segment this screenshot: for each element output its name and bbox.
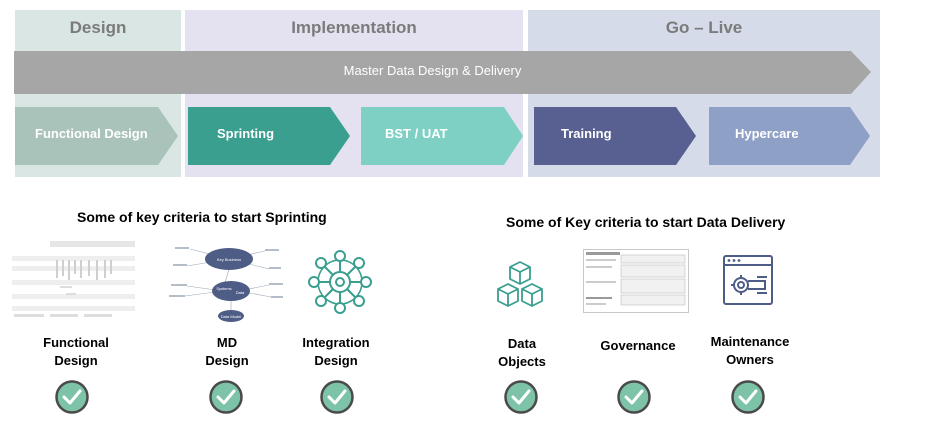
banner-arrow: [14, 51, 871, 94]
criteria-label-data-objects-line1: Data: [507, 336, 537, 351]
criteria-label-integration-design-line2: Design: [314, 353, 358, 368]
criteria-label-md-design-line1: MD: [216, 335, 238, 350]
integration-network-icon: [308, 250, 372, 314]
criteria-label-data-objects-line2: Objects: [498, 354, 546, 369]
criteria-label-functional-design: Functional Design: [16, 334, 136, 370]
md-diagram-center: Key Business: [217, 257, 241, 262]
check-icon-maintenance-owners: [731, 380, 765, 414]
check-icon-md-design: [209, 380, 243, 414]
stage-chevron-functional-design: [15, 107, 178, 165]
criteria-label-md-design: MD Design: [167, 334, 287, 370]
criteria-label-integration-design: Integration Design: [276, 334, 396, 370]
maintenance-settings-icon: [723, 255, 773, 305]
criteria-label-maintenance-owners-line1: Maintenance: [710, 334, 790, 349]
md-design-diagram-icon: Key Business Systems Data Data Model: [169, 247, 283, 322]
md-diagram-hub: Systems: [216, 286, 231, 291]
criteria-label-md-design-line2: Design: [205, 353, 249, 368]
stage-chevron-sprinting: [188, 107, 350, 165]
stage-chevron-bst-uat: [361, 107, 523, 165]
governance-document-icon: [583, 249, 689, 313]
md-diagram-data: Data: [236, 290, 245, 295]
check-icon-data-objects: [504, 380, 538, 414]
criteria-label-maintenance-owners-line2: Owners: [726, 352, 774, 367]
md-diagram-bottom: Data Model: [221, 314, 242, 319]
criteria-label-functional-design-line2: Design: [54, 353, 98, 368]
criteria-label-maintenance-owners: Maintenance Owners: [690, 333, 810, 369]
stage-chevron-training: [534, 107, 696, 165]
check-icon-integration-design: [320, 380, 354, 414]
data-objects-cubes-icon: [497, 261, 543, 307]
criteria-label-governance: Governance: [578, 337, 698, 355]
check-icon-governance: [617, 380, 651, 414]
criteria-label-governance-line1: Governance: [600, 338, 676, 353]
phase-title-implementation: Implementation: [291, 18, 417, 37]
sprinting-criteria-title: Some of key criteria to start Sprinting: [77, 209, 327, 225]
process-arrows: [14, 51, 871, 165]
stage-label-sprinting: Sprinting: [217, 126, 275, 141]
criteria-label-data-objects: Data Objects: [462, 335, 582, 371]
criteria-label-functional-design-line1: Functional: [43, 335, 109, 350]
stage-label-training: Training: [561, 126, 612, 141]
phase-title-design: Design: [69, 18, 127, 37]
stage-chevron-hypercare: [709, 107, 870, 165]
functional-design-document-icon: [10, 238, 137, 320]
stage-label-hypercare: Hypercare: [735, 126, 799, 141]
criteria-label-integration-design-line1: Integration: [302, 335, 370, 350]
stage-label-bst-uat: BST / UAT: [385, 126, 448, 141]
banner-label: Master Data Design & Delivery: [343, 63, 522, 78]
check-icon-functional-design: [55, 380, 89, 414]
delivery-criteria-title: Some of Key criteria to start Data Deliv…: [506, 214, 786, 230]
stage-label-functional-design: Functional Design: [35, 126, 148, 141]
phase-title-go-live: Go – Live: [665, 18, 743, 37]
